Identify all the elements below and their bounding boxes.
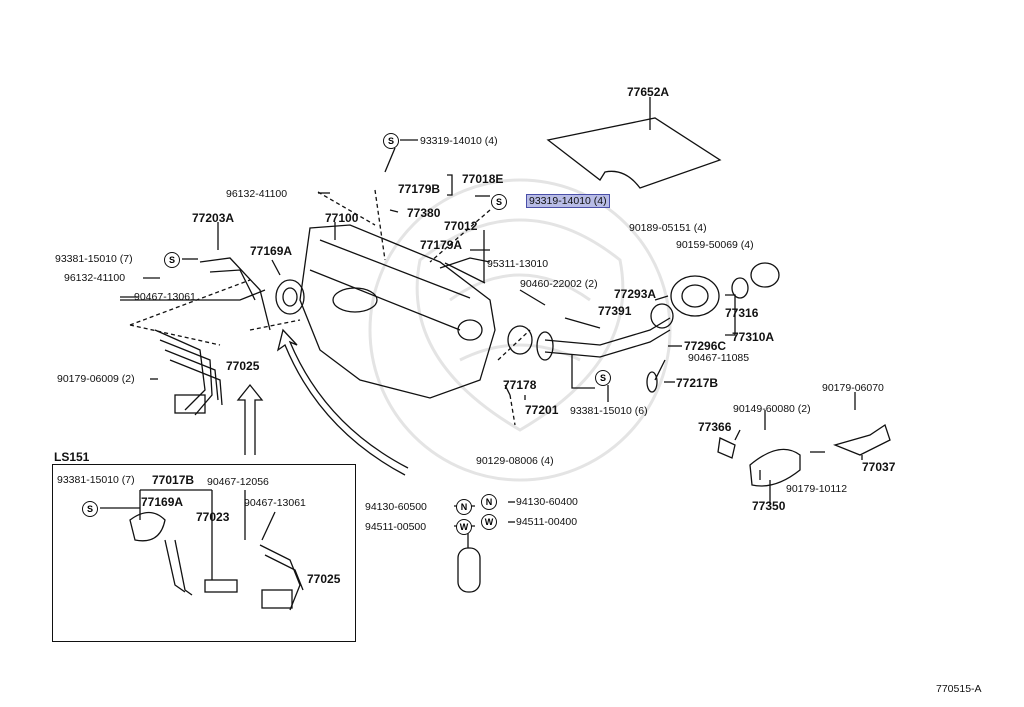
symbol-s-right: S <box>491 194 507 210</box>
part-96132-top[interactable]: 96132-41100 <box>226 188 288 200</box>
inset-title: LS151 <box>54 450 90 464</box>
part-90179-06070[interactable]: 90179-06070 <box>822 382 884 394</box>
part-94511-right[interactable]: 94511-00400 <box>516 516 578 528</box>
part-94511-left[interactable]: 94511-00500 <box>365 521 427 533</box>
part-77652A[interactable]: 77652A <box>627 85 670 99</box>
part-90159[interactable]: 90159-50069 (4) <box>676 239 754 251</box>
drawing-code: 770515-A <box>936 683 982 695</box>
part-77025[interactable]: 77025 <box>226 359 260 373</box>
part-94130-right[interactable]: 94130-60400 <box>516 496 578 508</box>
part-77203A[interactable]: 77203A <box>192 211 235 225</box>
fuel-lid <box>749 448 801 487</box>
filler-pipe <box>544 317 671 346</box>
inset-part-93381[interactable]: 93381-15010 (7) <box>57 474 135 486</box>
part-77012[interactable]: 77012 <box>444 219 478 233</box>
mat-shape <box>546 117 722 189</box>
part-93319-top[interactable]: 93319-14010 (4) <box>420 135 498 147</box>
fuel-lines <box>154 329 206 411</box>
symbol-s-inset: S <box>82 501 98 517</box>
part-90179-10112[interactable]: 90179-10112 <box>786 483 848 495</box>
part-90189[interactable]: 90189-05151 (4) <box>629 222 707 234</box>
inset-part-77023[interactable]: 77023 <box>196 510 230 524</box>
watermark-emblem <box>368 178 672 482</box>
part-77100[interactable]: 77100 <box>325 211 359 225</box>
part-77018E[interactable]: 77018E <box>462 172 504 186</box>
part-77366[interactable]: 77366 <box>698 420 732 434</box>
part-77293A[interactable]: 77293A <box>614 287 657 301</box>
part-90179-06009[interactable]: 90179-06009 (2) <box>57 373 135 385</box>
symbol-s-mid: S <box>595 370 611 386</box>
filler-neck <box>670 275 720 317</box>
part-90149[interactable]: 90149-60080 (2) <box>733 403 811 415</box>
sender-ring <box>275 279 305 315</box>
part-94130-left[interactable]: 94130-60500 <box>365 501 427 513</box>
symbol-w-left: W <box>456 519 472 535</box>
symbol-n-left: N <box>456 499 472 515</box>
part-95311[interactable]: 95311-13010 <box>487 258 549 270</box>
fuel-tank <box>299 224 496 399</box>
part-93381-left[interactable]: 93381-15010 (7) <box>55 253 133 265</box>
part-77217B[interactable]: 77217B <box>676 376 719 390</box>
inset-part-77025[interactable]: 77025 <box>307 572 341 586</box>
part-77350[interactable]: 77350 <box>752 499 786 513</box>
part-77169A[interactable]: 77169A <box>250 244 293 258</box>
symbol-s-left: S <box>164 252 180 268</box>
fuel-pump <box>457 547 481 593</box>
part-90467-11085[interactable]: 90467-11085 <box>688 352 750 364</box>
part-77037[interactable]: 77037 <box>862 460 896 474</box>
symbol-s-top: S <box>383 133 399 149</box>
fuel-cap <box>750 262 780 288</box>
part-77380[interactable]: 77380 <box>407 206 441 220</box>
part-77316[interactable]: 77316 <box>725 306 759 320</box>
part-77310A[interactable]: 77310A <box>732 330 775 344</box>
part-77391[interactable]: 77391 <box>598 304 632 318</box>
part-96132-left[interactable]: 96132-41100 <box>64 272 126 284</box>
inset-frame <box>52 464 356 642</box>
part-77201[interactable]: 77201 <box>525 403 559 417</box>
part-90129[interactable]: 90129-08006 (4) <box>476 455 554 467</box>
inset-sender <box>129 511 166 542</box>
part-77179B[interactable]: 77179B <box>398 182 441 196</box>
inset-part-77169A[interactable]: 77169A <box>141 495 184 509</box>
part-77296C[interactable]: 77296C <box>684 339 727 353</box>
part-93319-highlighted[interactable]: 93319-14010 (4) <box>526 194 610 208</box>
symbol-w-right: W <box>481 514 497 530</box>
inset-part-77017B[interactable]: 77017B <box>152 473 195 487</box>
part-90460[interactable]: 90460-22002 (2) <box>520 278 598 290</box>
inset-part-90467-12056[interactable]: 90467-12056 <box>207 476 269 488</box>
symbol-n-right: N <box>481 494 497 510</box>
part-77179A[interactable]: 77179A <box>420 238 463 252</box>
inset-part-90467-13061[interactable]: 90467-13061 <box>244 497 306 509</box>
part-93381-mid[interactable]: 93381-15010 (6) <box>570 405 648 417</box>
part-90467-13061[interactable]: 90467-13061 <box>134 291 196 303</box>
part-77178[interactable]: 77178 <box>503 378 537 392</box>
